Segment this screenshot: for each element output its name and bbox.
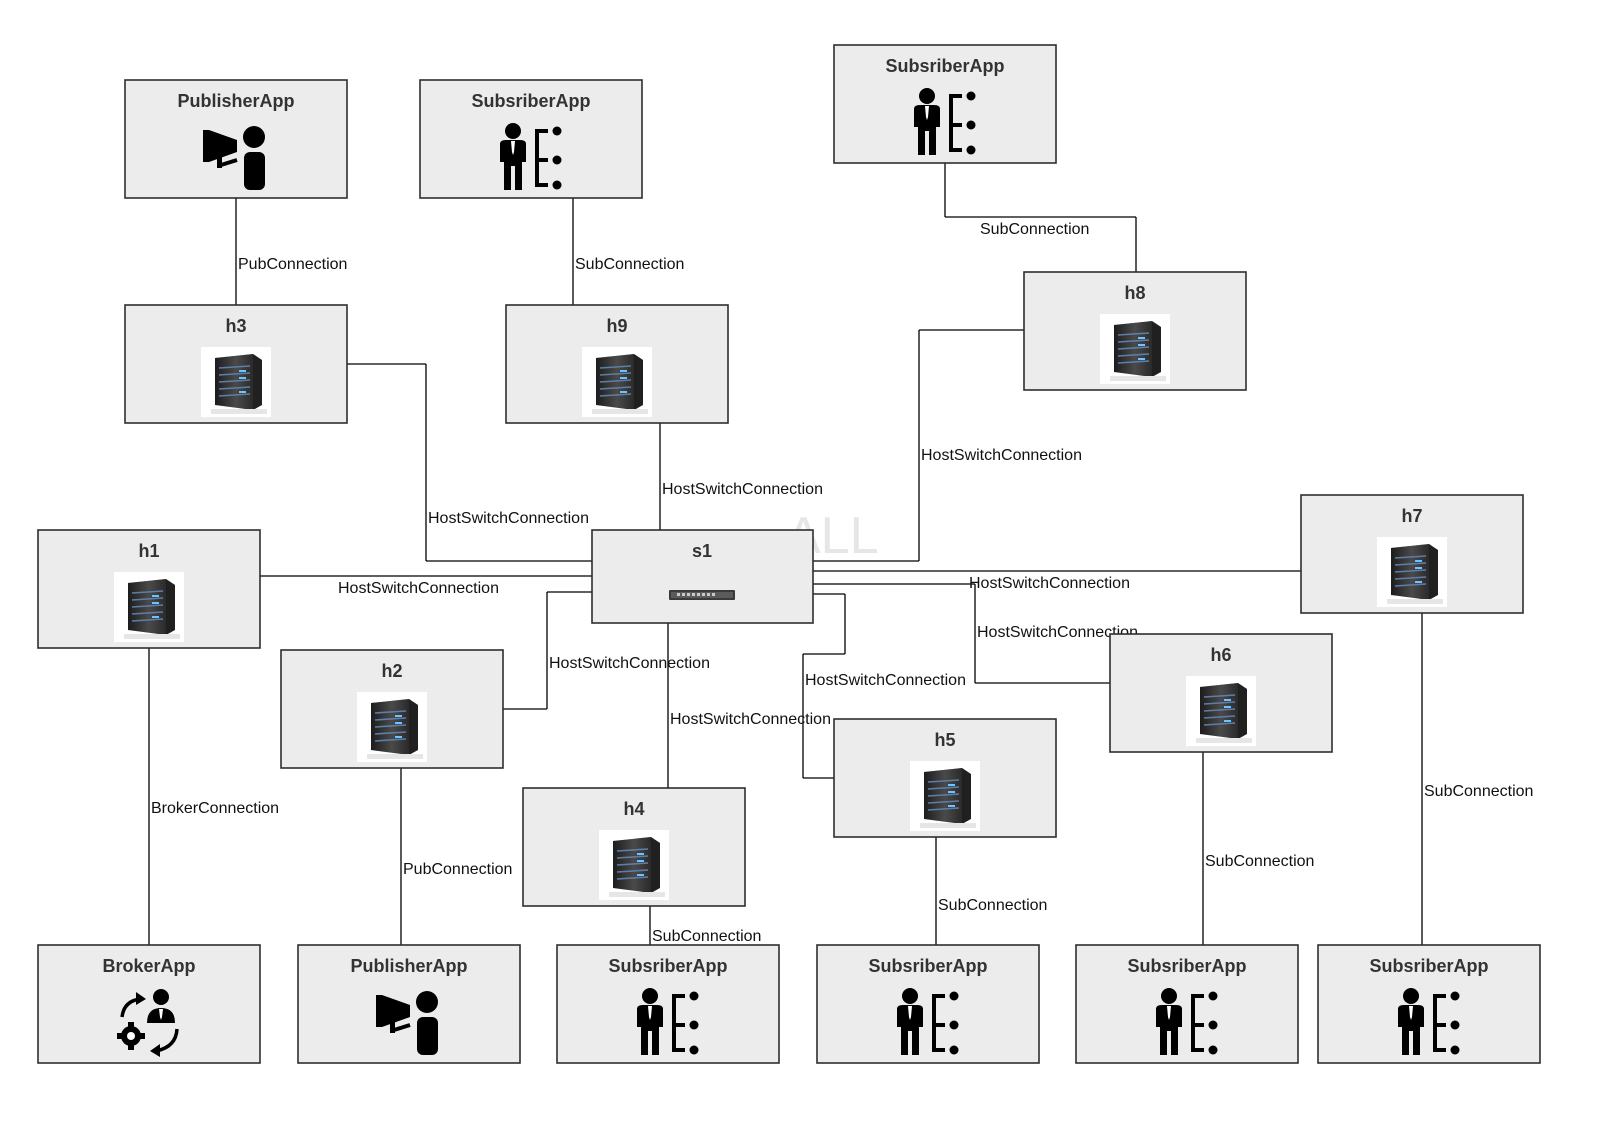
server-icon [910, 761, 980, 831]
node-boxes: PublisherApp SubsriberApp SubsriberApp h… [37, 44, 1541, 1064]
node-publisher-app-bottom[interactable]: PublisherApp [297, 944, 521, 1064]
server-icon [582, 347, 652, 417]
node-h2[interactable]: h2 [280, 649, 504, 769]
node-title: h1 [138, 541, 159, 561]
edge-label-h2-pub: PubConnection [403, 861, 512, 878]
node-h3[interactable]: h3 [124, 304, 348, 424]
node-h6[interactable]: h6 [1109, 633, 1333, 753]
server-icon [201, 347, 271, 417]
server-icon [114, 572, 184, 642]
node-publisher-app-top[interactable]: PublisherApp [124, 79, 348, 199]
node-subscriber-app-bottom-2[interactable]: SubsriberApp [816, 944, 1040, 1064]
edge-label-h3-s1: HostSwitchConnection [428, 510, 589, 527]
node-title: h8 [1124, 283, 1145, 303]
node-h7[interactable]: h7 [1300, 494, 1524, 614]
node-title: SubsriberApp [608, 956, 727, 976]
node-subscriber-app-top[interactable]: SubsriberApp [419, 79, 643, 199]
edge-label-h7-sub: SubConnection [1424, 783, 1533, 800]
server-icon [1100, 314, 1170, 384]
node-title: h9 [606, 316, 627, 336]
edge-labels: PubConnection SubConnection SubConnectio… [151, 221, 1533, 945]
edge-label-sub-tr-h8: SubConnection [980, 221, 1089, 238]
edge-label-h7-s1: HostSwitchConnection [969, 575, 1130, 592]
edge-label-h5-s1: HostSwitchConnection [805, 672, 966, 689]
node-title: h6 [1210, 645, 1231, 665]
server-icon [1186, 676, 1256, 746]
edge-label-h4-s1: HostSwitchConnection [670, 711, 831, 728]
edge-label-h9-s1: HostSwitchConnection [662, 481, 823, 498]
node-title: h2 [381, 661, 402, 681]
node-h5[interactable]: h5 [833, 718, 1057, 838]
node-h9[interactable]: h9 [505, 304, 729, 424]
node-title: h5 [934, 730, 955, 750]
connection-lines [148, 163, 1423, 945]
node-title: SubsriberApp [885, 56, 1004, 76]
node-title: PublisherApp [350, 956, 467, 976]
node-title: PublisherApp [177, 91, 294, 111]
node-title: SubsriberApp [471, 91, 590, 111]
node-h1[interactable]: h1 [37, 529, 261, 649]
node-subscriber-app-bottom-3[interactable]: SubsriberApp [1075, 944, 1299, 1064]
node-subscriber-app-top-right[interactable]: SubsriberApp [833, 44, 1057, 164]
node-title: BrokerApp [102, 956, 195, 976]
node-subscriber-app-bottom-1[interactable]: SubsriberApp [556, 944, 780, 1064]
node-h8[interactable]: h8 [1023, 271, 1247, 391]
edge-label-h2-s1: HostSwitchConnection [549, 655, 710, 672]
node-h4[interactable]: h4 [522, 787, 746, 907]
edge-label-h1-broker: BrokerConnection [151, 800, 279, 817]
node-s1[interactable]: s1 [591, 529, 814, 624]
edge-label-h6-sub: SubConnection [1205, 853, 1314, 870]
node-broker-app[interactable]: BrokerApp [37, 944, 261, 1064]
node-subscriber-app-bottom-4[interactable]: SubsriberApp [1317, 944, 1541, 1064]
node-title: h4 [623, 799, 644, 819]
edge-label-h5-sub: SubConnection [938, 897, 1047, 914]
edge-label-h4-sub: SubConnection [652, 928, 761, 945]
edge-label-h6-s1: HostSwitchConnection [977, 624, 1138, 641]
node-title: SubsriberApp [1127, 956, 1246, 976]
edge-label-pub-top-h3: PubConnection [238, 256, 347, 273]
node-title: SubsriberApp [868, 956, 987, 976]
server-icon [1377, 537, 1447, 607]
server-icon [599, 830, 669, 900]
node-title: h7 [1401, 506, 1422, 526]
node-title: SubsriberApp [1369, 956, 1488, 976]
server-icon [357, 692, 427, 762]
edge-label-h1-s1: HostSwitchConnection [338, 580, 499, 597]
node-title: s1 [692, 541, 712, 561]
node-title: h3 [225, 316, 246, 336]
edge-label-h8-s1: HostSwitchConnection [921, 447, 1082, 464]
edge-label-sub-top-h9: SubConnection [575, 256, 684, 273]
switch-icon [669, 590, 735, 600]
